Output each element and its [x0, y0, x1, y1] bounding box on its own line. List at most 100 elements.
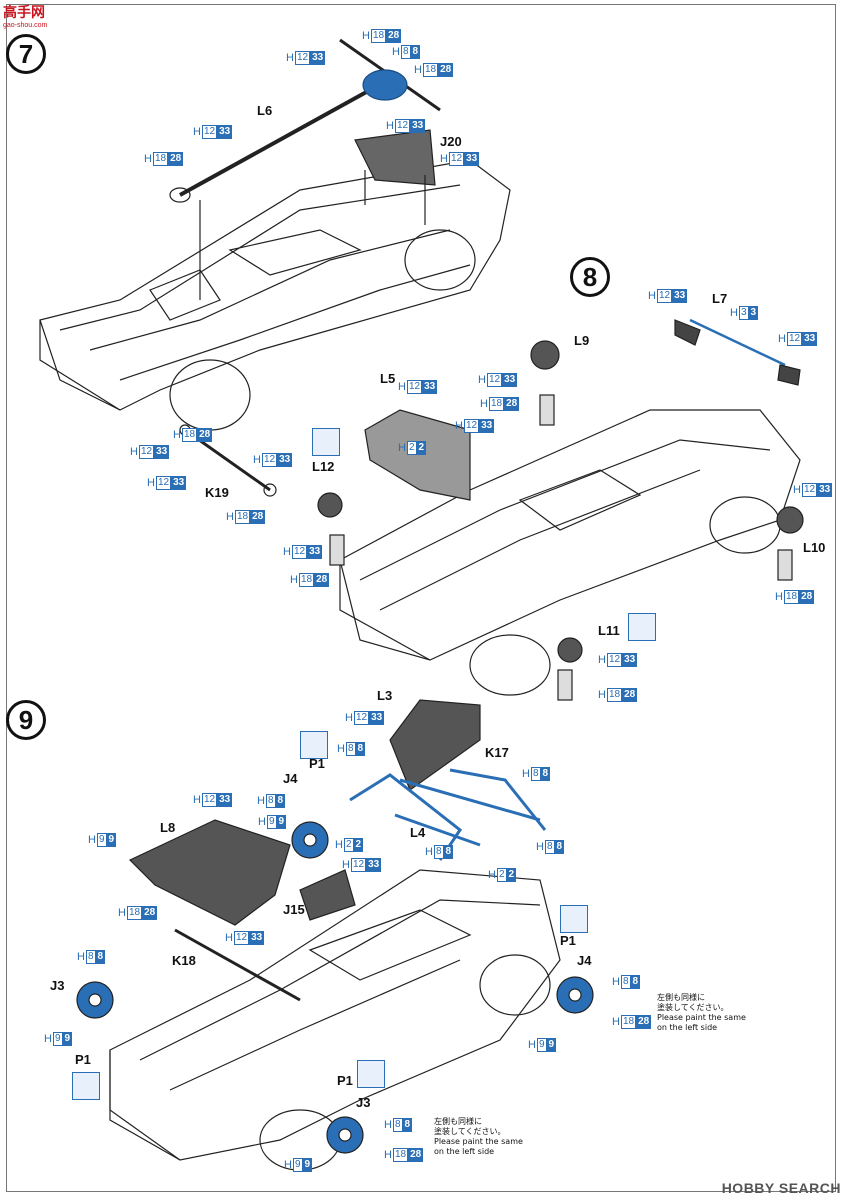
- part-label-j4-right: J4: [577, 953, 592, 968]
- note-paint-left-side: 左側も同様に 塗装してください。 Please paint the same o…: [657, 993, 746, 1032]
- paint-brush-icon: [300, 731, 328, 759]
- part-label-p1-right: P1: [560, 933, 576, 948]
- part-label-l8: L8: [160, 820, 176, 835]
- paint-brush-icon: [560, 905, 588, 933]
- step9-blue-frame: [349, 768, 547, 861]
- step7-driveshaft: [169, 38, 441, 203]
- part-label-k19: K19: [205, 485, 229, 500]
- part-label-p1-bottom: P1: [337, 1073, 353, 1088]
- paint-brush-icon: [357, 1060, 385, 1088]
- part-label-l3: L3: [377, 688, 393, 703]
- step8-l5: [364, 409, 471, 501]
- step-9-badge: 9: [6, 700, 46, 740]
- paint-brush-icon: [628, 613, 656, 641]
- step8-l7-bar: [674, 318, 801, 386]
- part-label-k17: K17: [485, 745, 509, 760]
- part-label-j3-bottom: J3: [356, 1095, 371, 1110]
- step-8-badge: 8: [570, 257, 610, 297]
- part-label-l11: L11: [598, 623, 620, 638]
- part-label-l6: L6: [257, 103, 273, 118]
- paint-brush-icon: [72, 1072, 100, 1100]
- part-label-l12: L12: [312, 459, 335, 474]
- step9-l3-plate: [389, 699, 481, 791]
- page-border: [6, 4, 836, 1192]
- part-label-l7: L7: [712, 291, 728, 306]
- part-label-p1-left: P1: [75, 1052, 91, 1067]
- logo-text: 高手网: [3, 4, 45, 20]
- step-7-badge: 7: [6, 34, 46, 74]
- part-label-l5: L5: [380, 371, 396, 386]
- part-label-k18: K18: [172, 953, 196, 968]
- part-label-l10: L10: [803, 540, 826, 555]
- part-label-j4-top: J4: [283, 771, 298, 786]
- paint-brush-icon: [312, 428, 340, 456]
- step8-shocks: [317, 340, 804, 701]
- part-label-j3-left: J3: [50, 978, 65, 993]
- hobby-search-watermark: HOBBY SEARCH: [721, 1180, 841, 1196]
- logo-subtext: gao-shou.com: [3, 22, 48, 29]
- step9-j15: [299, 869, 356, 921]
- part-label-l4: L4: [410, 825, 426, 840]
- part-label-j20: J20: [440, 134, 462, 149]
- watermark-logo: 高手网 gao-shou.com: [3, 2, 47, 29]
- step9-discs: [76, 821, 594, 1154]
- part-label-j15: J15: [283, 902, 305, 917]
- part-label-l9: L9: [574, 333, 590, 348]
- note-paint-left-side: 左側も同様に 塗装してください。 Please paint the same o…: [434, 1117, 523, 1156]
- step9-k18: [174, 928, 301, 1002]
- part-label-p1-top: P1: [309, 756, 325, 771]
- step9-l8-plate: [128, 819, 291, 926]
